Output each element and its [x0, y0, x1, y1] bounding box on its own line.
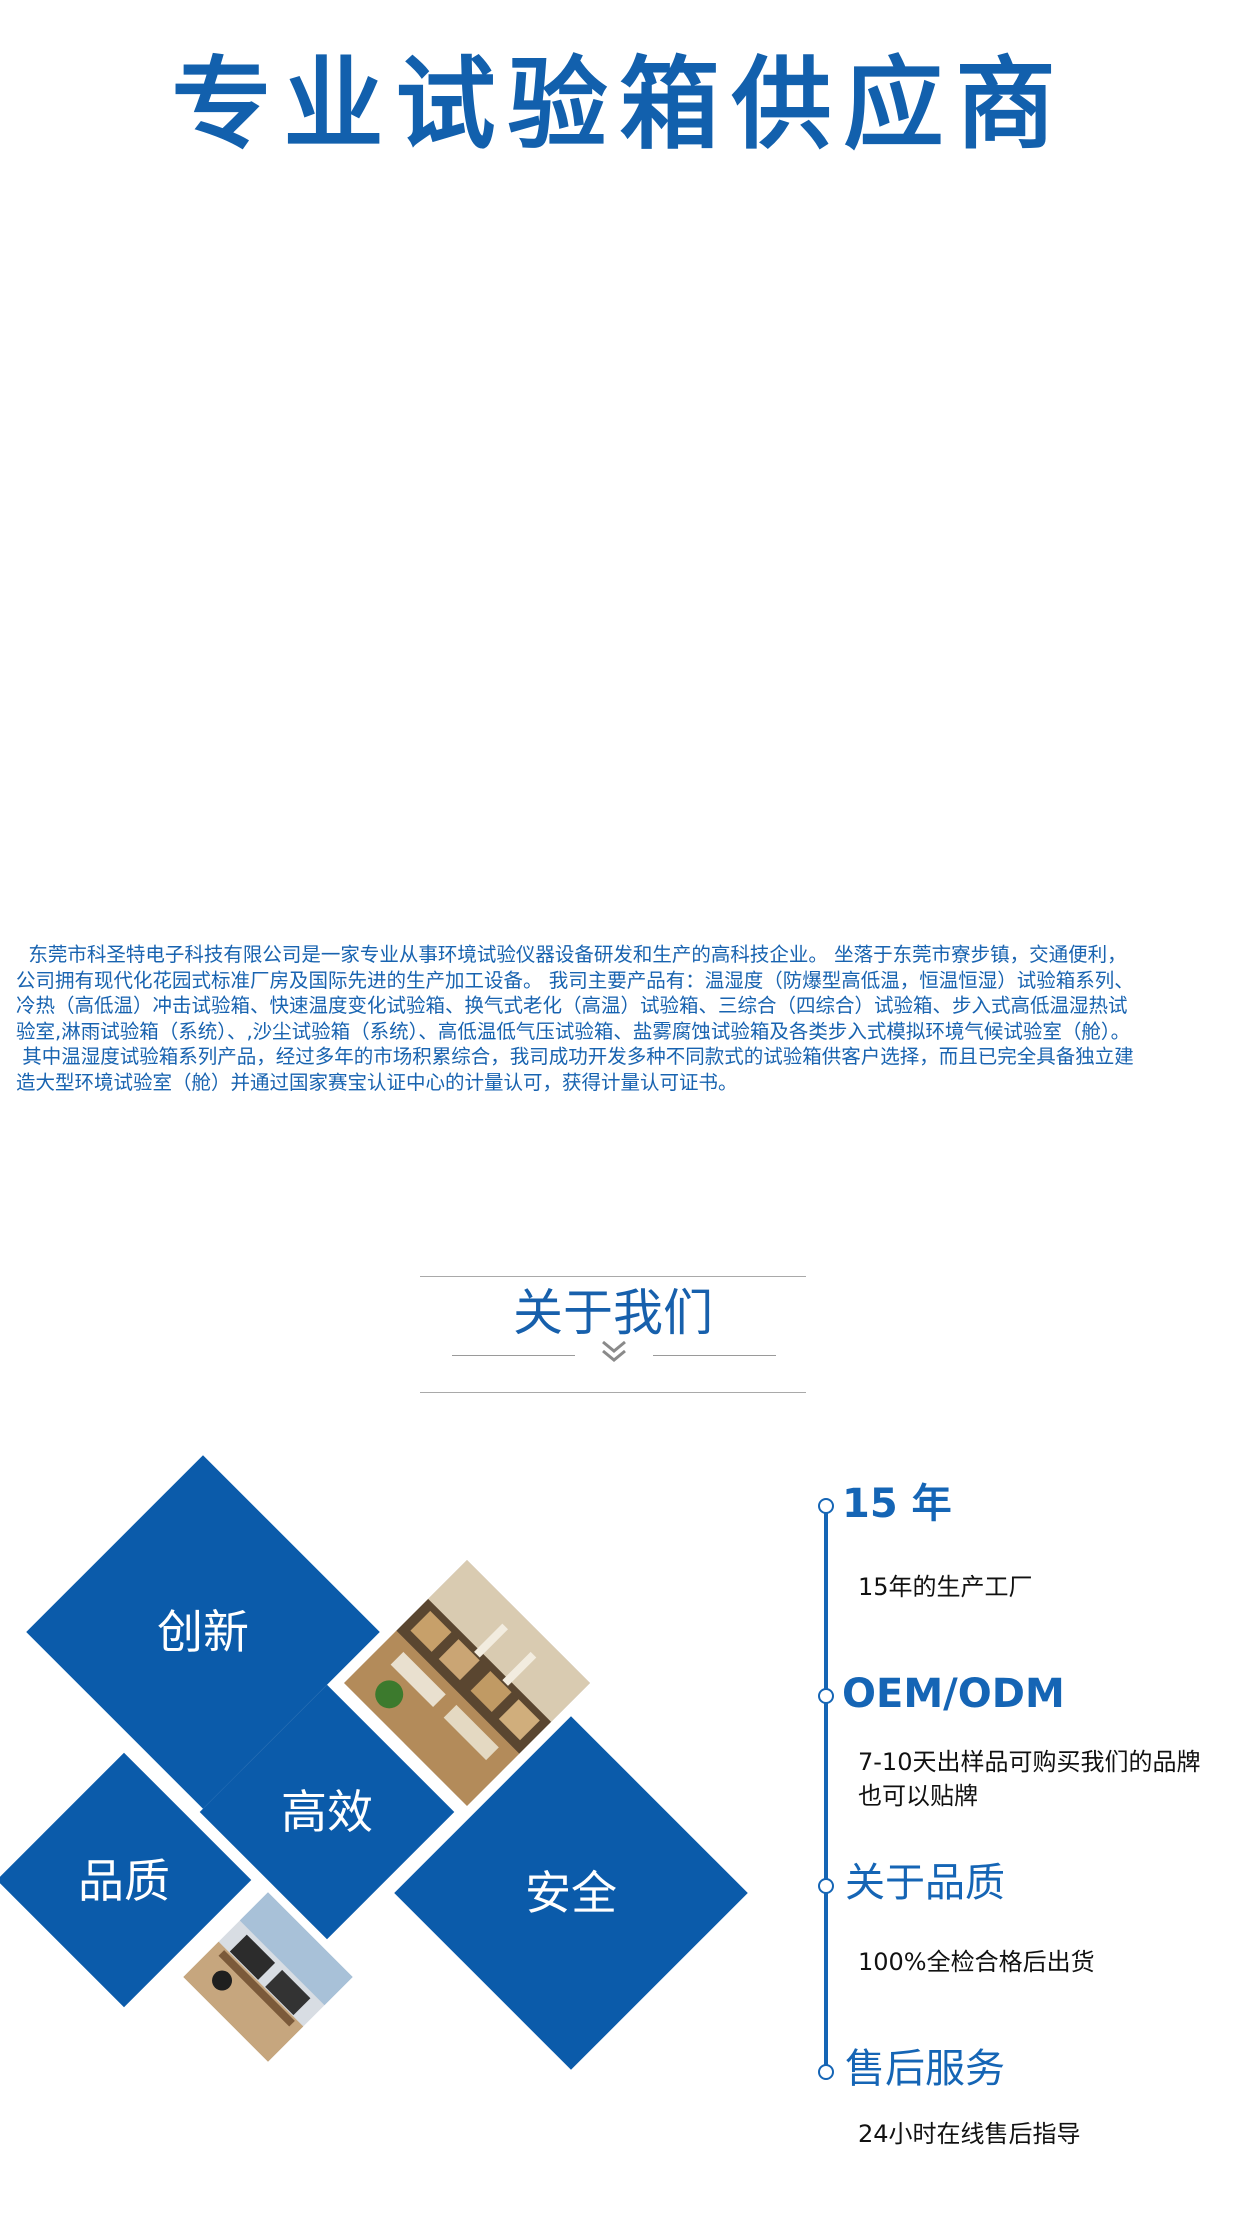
timeline-dot	[818, 1878, 834, 1894]
company-intro-text: 东莞市科圣特电子科技有限公司是一家专业从事环境试验仪器设备研发和生产的高科技企业…	[16, 943, 1134, 1094]
about-left-rule	[452, 1355, 575, 1356]
innovation-label: 创新	[157, 1605, 249, 1659]
timeline-desc-quality: 100%全检合格后出货	[858, 1948, 1095, 1976]
workspace-photo-diamond	[183, 1892, 353, 2062]
timeline-title-oem: OEM/ODM	[842, 1671, 1065, 1717]
office-photo-diamond	[343, 1559, 591, 1807]
double-chevron-down-icon	[602, 1340, 626, 1362]
about-bottom-divider	[420, 1392, 806, 1393]
about-top-divider	[420, 1276, 806, 1277]
timeline-dot	[818, 1688, 834, 1704]
about-section-title: 关于我们	[513, 1284, 713, 1342]
page-title: 专业试验箱供应商	[171, 46, 1068, 163]
timeline-title-years: 15 年	[842, 1481, 952, 1527]
quality-label: 品质	[78, 1854, 170, 1908]
timeline-title-service: 售后服务	[845, 2046, 1005, 2092]
timeline-dot	[818, 2064, 834, 2080]
about-right-rule	[653, 1355, 776, 1356]
timeline-desc-service: 24小时在线售后指导	[858, 2120, 1081, 2148]
timeline-desc-years: 15年的生产工厂	[858, 1573, 1033, 1601]
timeline-title-quality: 关于品质	[845, 1860, 1005, 1906]
timeline-dot	[818, 1498, 834, 1514]
safety-label: 安全	[525, 1866, 617, 1920]
efficiency-label: 高效	[281, 1785, 373, 1839]
timeline-desc-oem: 7-10天出样品可购买我们的品牌 也可以贴牌	[858, 1748, 1201, 1810]
timeline-line	[824, 1506, 828, 2076]
